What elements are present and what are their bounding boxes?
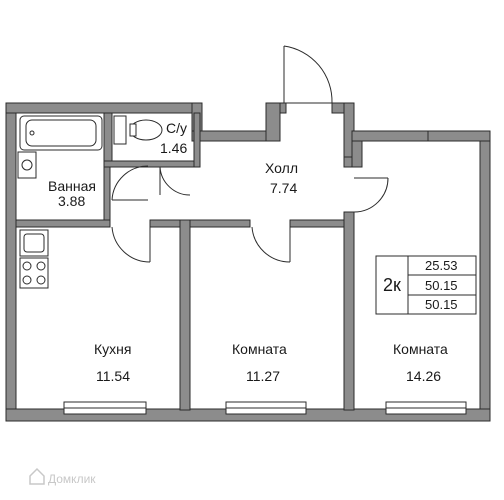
room-area-bath: 3.88 xyxy=(58,193,85,209)
windows xyxy=(63,401,467,415)
room-name-wc: С/у xyxy=(166,120,187,136)
toilet xyxy=(113,115,163,145)
bathroom-sink xyxy=(17,151,37,179)
apartment-type: 2к xyxy=(383,275,401,295)
house-icon xyxy=(29,467,45,485)
kitchen-sink xyxy=(19,229,49,257)
total-area: 50.15 xyxy=(425,278,458,293)
exterior-walls xyxy=(5,102,491,422)
room-name-kitchen: Кухня xyxy=(94,341,131,357)
entrance-door xyxy=(283,45,333,104)
room-area-kitchen: 11.54 xyxy=(96,368,130,384)
room-name-hall: Холл xyxy=(265,160,298,176)
room-area-room1: 11.27 xyxy=(246,368,280,384)
total-area-2: 50.15 xyxy=(425,297,458,312)
watermark: Домклик xyxy=(29,467,96,486)
interior-walls xyxy=(15,112,355,411)
interior-doors xyxy=(111,165,389,263)
room-name-room1: Комната xyxy=(232,341,287,357)
room-area-wc: 1.46 xyxy=(160,140,187,156)
bathtub xyxy=(19,115,103,151)
stove xyxy=(19,257,49,289)
room-area-hall: 7.74 xyxy=(270,180,297,196)
living-area: 25.53 xyxy=(425,258,458,273)
room-name-room2: Комната xyxy=(393,341,448,357)
room-area-room2: 14.26 xyxy=(406,368,441,384)
area-summary: 2к 25.53 50.15 50.15 xyxy=(375,255,477,315)
watermark-text: Домклик xyxy=(48,472,96,486)
room-name-bath: Ванная xyxy=(48,178,96,194)
